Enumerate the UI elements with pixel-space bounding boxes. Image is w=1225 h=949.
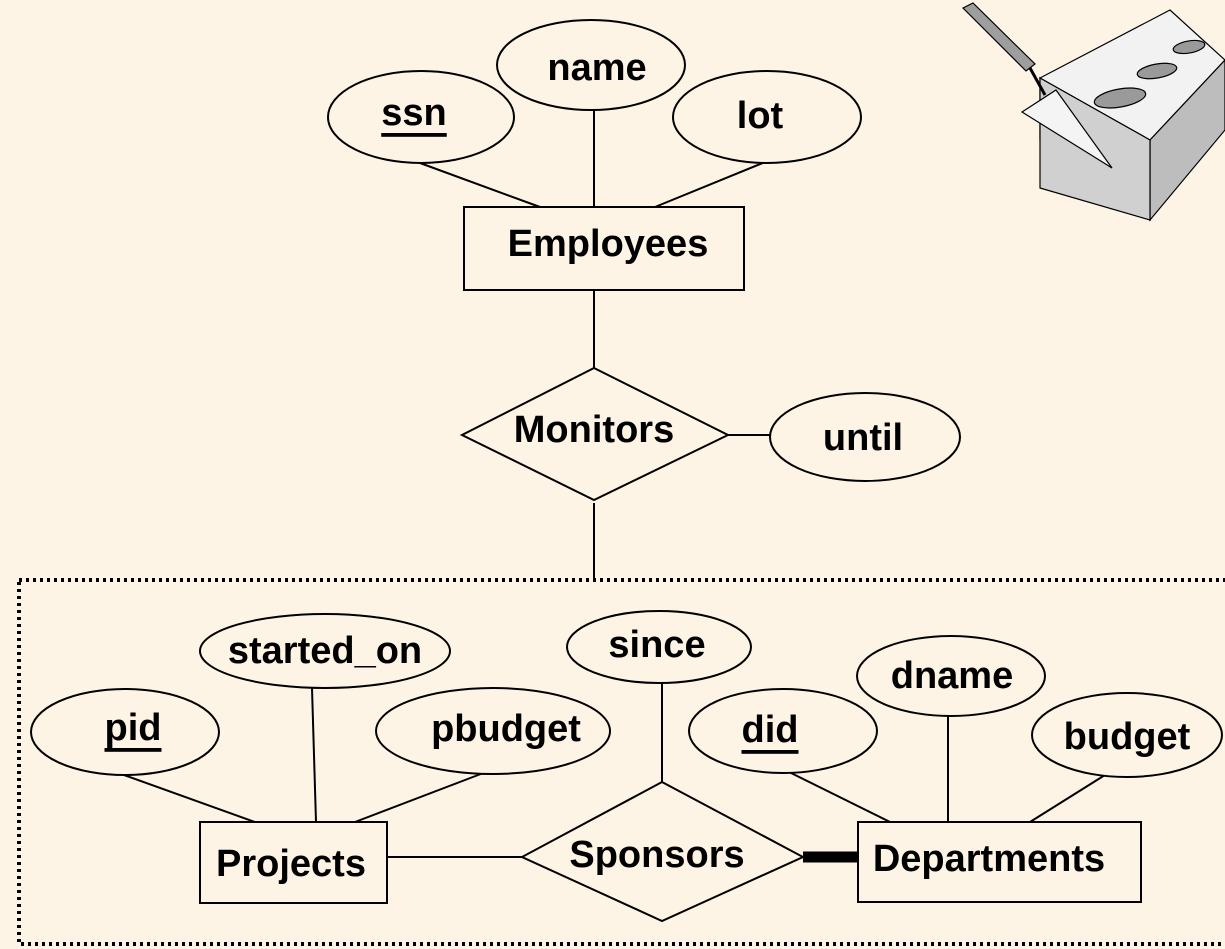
entity-departments-label: Departments: [873, 838, 1105, 880]
attribute-until: until: [769, 392, 961, 482]
brick-trowel-logo: [961, 2, 1225, 222]
attribute-pid: pid: [30, 688, 220, 776]
attribute-started-on: started_on: [199, 613, 451, 689]
attribute-pbudget: pbudget: [375, 687, 611, 775]
trowel-blade: [1020, 89, 1113, 169]
trowel-handle: [961, 2, 1036, 72]
trowel-neck: [1028, 67, 1047, 96]
line-pbudget-projects: [354, 771, 487, 823]
entity-employees-label: Employees: [508, 223, 709, 265]
line-ssn-employees: [419, 162, 541, 208]
connector-lines: [123, 98, 1106, 858]
attribute-dname: dname: [856, 635, 1046, 717]
attribute-budget-label: budget: [1064, 716, 1191, 758]
brick-hole-1: [1172, 39, 1206, 55]
attribute-pid-label: pid: [105, 707, 162, 749]
aggregation-box: [17, 578, 1225, 946]
attribute-budget: budget: [1031, 692, 1223, 778]
line-pid-projects: [123, 774, 256, 823]
relationship-sponsors-label: Sponsors: [569, 834, 744, 876]
entity-projects-label: Projects: [216, 843, 366, 885]
entity-departments: Departments: [857, 821, 1142, 903]
attribute-name-label: name: [547, 47, 646, 89]
attribute-until-label: until: [823, 417, 903, 459]
entity-projects: Projects: [199, 821, 388, 904]
line-budget-departments: [1029, 774, 1106, 823]
relationship-sponsors: Sponsors: [519, 780, 806, 923]
attribute-pbudget-label: pbudget: [431, 708, 581, 750]
attribute-ssn-label: ssn: [381, 92, 446, 134]
attribute-lot: lot: [672, 70, 862, 164]
attribute-did: did: [688, 688, 878, 774]
attribute-ssn: ssn: [327, 70, 515, 164]
line-did-departments: [784, 769, 891, 823]
attribute-lot-label: lot: [737, 95, 784, 137]
attribute-since: since: [566, 610, 752, 684]
line-lot-employees: [654, 159, 771, 208]
entity-employees: Employees: [463, 206, 745, 291]
attribute-since-label: since: [608, 624, 705, 666]
brick-hole-2: [1136, 62, 1178, 80]
brick-hole-3: [1093, 87, 1147, 109]
attribute-did-label: did: [742, 709, 799, 751]
relationship-monitors-label: Monitors: [514, 409, 674, 451]
attribute-name: name: [496, 19, 686, 111]
relationship-monitors: Monitors: [459, 366, 731, 502]
line-startedon-projects: [311, 687, 317, 823]
attribute-dname-label: dname: [891, 655, 1013, 697]
attribute-started-on-label: started_on: [228, 630, 422, 672]
